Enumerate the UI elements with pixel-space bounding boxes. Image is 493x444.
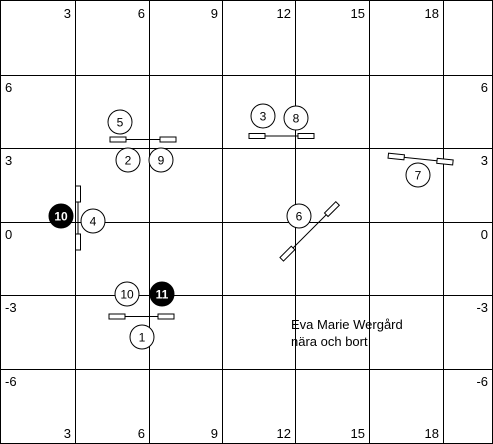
svg-text:5: 5 [117, 116, 124, 130]
svg-text:11: 11 [156, 288, 169, 302]
fence-3-8 [248, 133, 315, 139]
obstacle-10-filled: 10 [48, 203, 74, 229]
obstacle-10-outline: 10 [114, 281, 140, 307]
svg-text:6: 6 [296, 210, 303, 224]
left-label-0: 0 [5, 227, 12, 242]
svg-text:9: 9 [158, 154, 165, 168]
obstacle-3: 3 [250, 103, 276, 129]
bottom-label-12: 12 [277, 426, 291, 441]
obstacle-11-filled: 11 [149, 281, 175, 307]
top-label-9: 9 [211, 6, 218, 21]
right-label-6: 6 [481, 80, 488, 95]
right-label-m6: -6 [476, 374, 488, 389]
obstacle-7: 7 [405, 162, 431, 188]
right-axis-labels: 6 3 0 -3 -6 [476, 80, 488, 389]
bottom-label-9: 9 [211, 426, 218, 441]
svg-text:10: 10 [54, 210, 68, 224]
obstacle-markers: 1 2 3 4 5 6 7 [48, 103, 431, 350]
svg-text:4: 4 [90, 215, 97, 229]
bottom-label-3: 3 [64, 426, 71, 441]
bottom-label-18: 18 [425, 426, 439, 441]
bottom-label-6: 6 [138, 426, 145, 441]
obstacle-5: 5 [107, 109, 133, 135]
svg-text:3: 3 [260, 110, 267, 124]
svg-text:7: 7 [415, 169, 422, 183]
fence-1-10-11 [108, 313, 175, 320]
fence-4-10 [75, 185, 81, 251]
right-label-3: 3 [481, 153, 488, 168]
caption-line-2: nära och bort [291, 334, 368, 349]
top-label-15: 15 [351, 6, 365, 21]
obstacle-6: 6 [286, 203, 312, 229]
fences [75, 133, 454, 320]
top-label-6: 6 [138, 6, 145, 21]
fence-7 [387, 152, 454, 166]
left-axis-labels: 6 3 0 -3 -6 [5, 80, 17, 389]
obstacle-4: 4 [80, 208, 106, 234]
obstacle-9: 9 [148, 147, 174, 173]
left-label-6: 6 [5, 80, 12, 95]
caption-line-1: Eva Marie Wergård [291, 317, 403, 332]
top-axis-labels: 3 6 9 12 15 18 [64, 6, 439, 21]
top-label-18: 18 [425, 6, 439, 21]
svg-text:1: 1 [139, 331, 146, 345]
fence-2-9 [109, 136, 177, 143]
left-label-3: 3 [5, 153, 12, 168]
top-label-3: 3 [64, 6, 71, 21]
top-label-12: 12 [277, 6, 291, 21]
left-label-m6: -6 [5, 374, 17, 389]
left-label-m3: -3 [5, 300, 17, 315]
right-label-m3: -3 [476, 300, 488, 315]
fence-6 [279, 200, 341, 262]
svg-text:10: 10 [120, 288, 134, 302]
svg-text:2: 2 [125, 154, 132, 168]
obstacle-1: 1 [129, 324, 155, 350]
obstacle-2: 2 [115, 147, 141, 173]
caption: Eva Marie Wergård nära och bort [291, 317, 403, 349]
bottom-label-15: 15 [351, 426, 365, 441]
right-label-0: 0 [481, 227, 488, 242]
svg-text:8: 8 [293, 112, 300, 126]
obstacle-8: 8 [283, 105, 309, 131]
bottom-axis-labels: 3 6 9 12 15 18 [64, 426, 439, 441]
